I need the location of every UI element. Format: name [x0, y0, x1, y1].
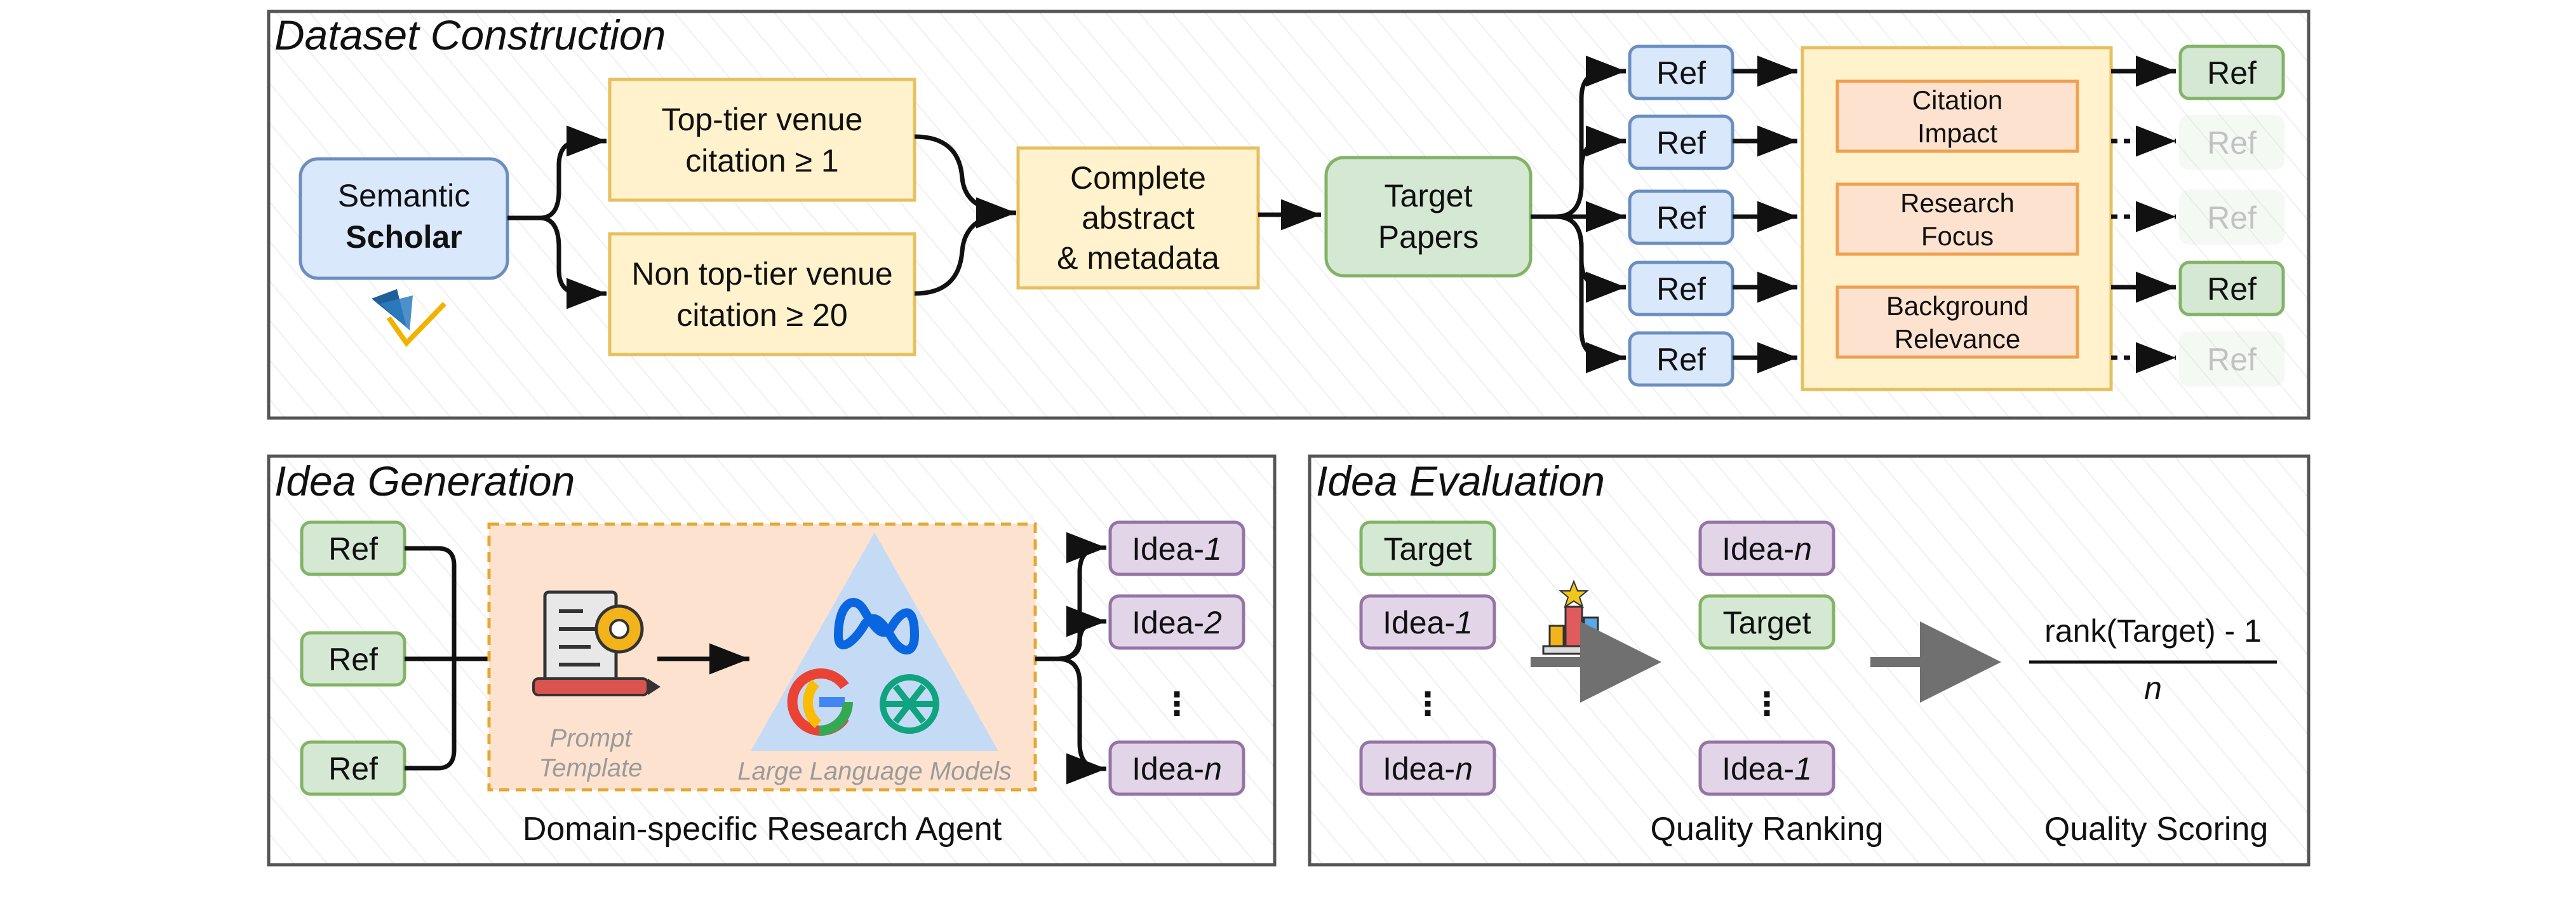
svg-text:Idea-2: Idea-2 — [1132, 605, 1222, 640]
generation-ellipsis: ⋮ — [1161, 686, 1193, 722]
dataset-ref-column: Ref Ref Ref Ref Ref — [1628, 44, 1734, 387]
svg-text:Prompt: Prompt — [550, 724, 633, 752]
output-ref-dropped-1: Ref — [2178, 114, 2285, 170]
eval-left-idea-1: Idea-1 — [1359, 594, 1496, 650]
svg-text:Idea-n: Idea-n — [1722, 531, 1812, 567]
generation-ref-1: Ref — [300, 520, 406, 576]
eval-left-target: Target — [1359, 520, 1496, 576]
svg-text:n: n — [2144, 670, 2162, 706]
filter-criteria-box: Citation Impact Research Focus Backgroun… — [1801, 46, 2113, 391]
meta-logo-icon — [833, 598, 920, 655]
svg-text:Impact: Impact — [1917, 118, 1997, 148]
svg-text:Papers: Papers — [1378, 219, 1479, 255]
criterion-research-focus: Research Focus — [1835, 182, 2079, 256]
generation-panel-title: Idea Generation — [274, 457, 575, 504]
idea-generation-panel: Idea Generation Ref Ref Ref — [267, 454, 1277, 867]
openai-logo-icon — [880, 674, 939, 734]
top-tier-node: Top-tier venue citation ≥ 1 — [608, 78, 916, 202]
dataset-ref-1: Ref — [1628, 44, 1734, 100]
svg-text:Non top-tier venue: Non top-tier venue — [631, 256, 892, 292]
eval-left-ellipsis: ⋮ — [1412, 686, 1444, 722]
research-agent-box: Prompt Template Large Lan — [487, 522, 1037, 792]
svg-text:citation ≥ 20: citation ≥ 20 — [676, 297, 847, 333]
svg-text:Template: Template — [539, 754, 642, 782]
svg-text:Idea-1: Idea-1 — [1132, 531, 1222, 567]
svg-text:Target: Target — [1723, 605, 1811, 640]
svg-text:citation ≥ 1: citation ≥ 1 — [685, 143, 838, 179]
svg-text:Target: Target — [1385, 178, 1473, 213]
generation-ref-3: Ref — [300, 740, 406, 796]
svg-text:Target: Target — [1384, 531, 1472, 567]
eval-right-ellipsis: ⋮ — [1751, 686, 1783, 722]
svg-text:abstract: abstract — [1082, 200, 1195, 236]
semantic-scholar-node: Semantic Scholar — [299, 157, 509, 280]
quality-ranking-caption: Quality Ranking — [1650, 811, 1883, 848]
dataset-ref-4: Ref — [1628, 260, 1734, 316]
svg-text:Ref: Ref — [1656, 125, 1706, 161]
target-papers-node: Target Papers — [1324, 156, 1533, 278]
svg-text:Idea-n: Idea-n — [1132, 751, 1222, 787]
non-top-tier-node: Non top-tier venue citation ≥ 20 — [608, 232, 916, 356]
dataset-construction-panel: Dataset Construction Semantic Scholar To… — [267, 10, 2311, 420]
eval-right-target: Target — [1698, 594, 1835, 650]
eval-right-idea-n: Idea-n — [1698, 520, 1835, 576]
svg-text:Ref: Ref — [2207, 271, 2257, 307]
svg-text:Ref: Ref — [2207, 200, 2257, 236]
output-ref-column: Ref Ref Ref Ref Ref — [2178, 44, 2285, 387]
generation-idea-1: Idea-1 — [1108, 520, 1245, 576]
svg-text:Idea-1: Idea-1 — [1383, 605, 1473, 640]
svg-text:Ref: Ref — [1656, 55, 1706, 91]
svg-text:Ref: Ref — [328, 751, 378, 787]
idea-evaluation-panel: Idea Evaluation Target Idea-1 ⋮ Idea-n I… — [1308, 454, 2311, 867]
evaluation-panel-title: Idea Evaluation — [1316, 457, 1605, 504]
agent-caption: Domain-specific Research Agent — [523, 811, 1002, 848]
output-ref-kept-1: Ref — [2178, 44, 2285, 100]
svg-text:Ref: Ref — [328, 531, 378, 567]
output-ref-dropped-3: Ref — [2178, 331, 2285, 387]
svg-text:& metadata: & metadata — [1057, 240, 1219, 276]
generation-idea-n: Idea-n — [1108, 740, 1245, 796]
svg-text:Citation: Citation — [1912, 85, 2002, 115]
svg-text:Background: Background — [1886, 291, 2029, 321]
svg-text:Research: Research — [1900, 188, 2015, 218]
svg-text:Idea-1: Idea-1 — [1722, 751, 1812, 787]
output-ref-kept-2: Ref — [2178, 260, 2285, 316]
svg-text:Ref: Ref — [1656, 200, 1706, 236]
svg-text:rank(Target) - 1: rank(Target) - 1 — [2044, 613, 2262, 649]
svg-text:Scholar: Scholar — [345, 219, 462, 255]
prompt-template-icon — [532, 590, 661, 696]
svg-text:Ref: Ref — [2207, 55, 2257, 91]
eval-left-idea-n: Idea-n — [1359, 740, 1496, 796]
svg-text:Ref: Ref — [1656, 342, 1706, 377]
eval-right-idea-1: Idea-1 — [1698, 740, 1835, 796]
dataset-panel-title: Dataset Construction — [274, 11, 666, 58]
criterion-background-relevance: Background Relevance — [1835, 285, 2079, 359]
quality-score-formula: rank(Target) - 1 n — [2029, 613, 2277, 706]
dataset-ref-2: Ref — [1628, 114, 1734, 170]
generation-idea-2: Idea-2 — [1108, 594, 1245, 650]
semantic-scholar-logo-icon — [372, 289, 446, 348]
svg-text:Idea-n: Idea-n — [1383, 751, 1473, 787]
svg-text:Complete: Complete — [1070, 160, 1206, 196]
svg-text:Focus: Focus — [1921, 221, 1994, 251]
quality-scoring-caption: Quality Scoring — [2044, 811, 2269, 848]
svg-text:Relevance: Relevance — [1895, 324, 2020, 354]
complete-metadata-node: Complete abstract & metadata — [1016, 146, 1260, 290]
dataset-ref-3: Ref — [1628, 189, 1734, 245]
svg-text:Ref: Ref — [2207, 342, 2257, 377]
svg-text:Top-tier venue: Top-tier venue — [662, 102, 863, 137]
llm-triangle — [751, 532, 998, 751]
svg-text:Ref: Ref — [328, 642, 378, 677]
google-logo-icon — [787, 668, 853, 736]
generation-ref-2: Ref — [300, 631, 406, 687]
output-ref-dropped-2: Ref — [2178, 189, 2285, 245]
svg-text:Large Language Models: Large Language Models — [737, 757, 1011, 785]
criterion-citation-impact: Citation Impact — [1835, 79, 2079, 153]
svg-text:Semantic: Semantic — [338, 178, 470, 213]
svg-text:Ref: Ref — [2207, 125, 2257, 161]
svg-text:Ref: Ref — [1656, 271, 1706, 307]
dataset-ref-5: Ref — [1628, 331, 1734, 387]
